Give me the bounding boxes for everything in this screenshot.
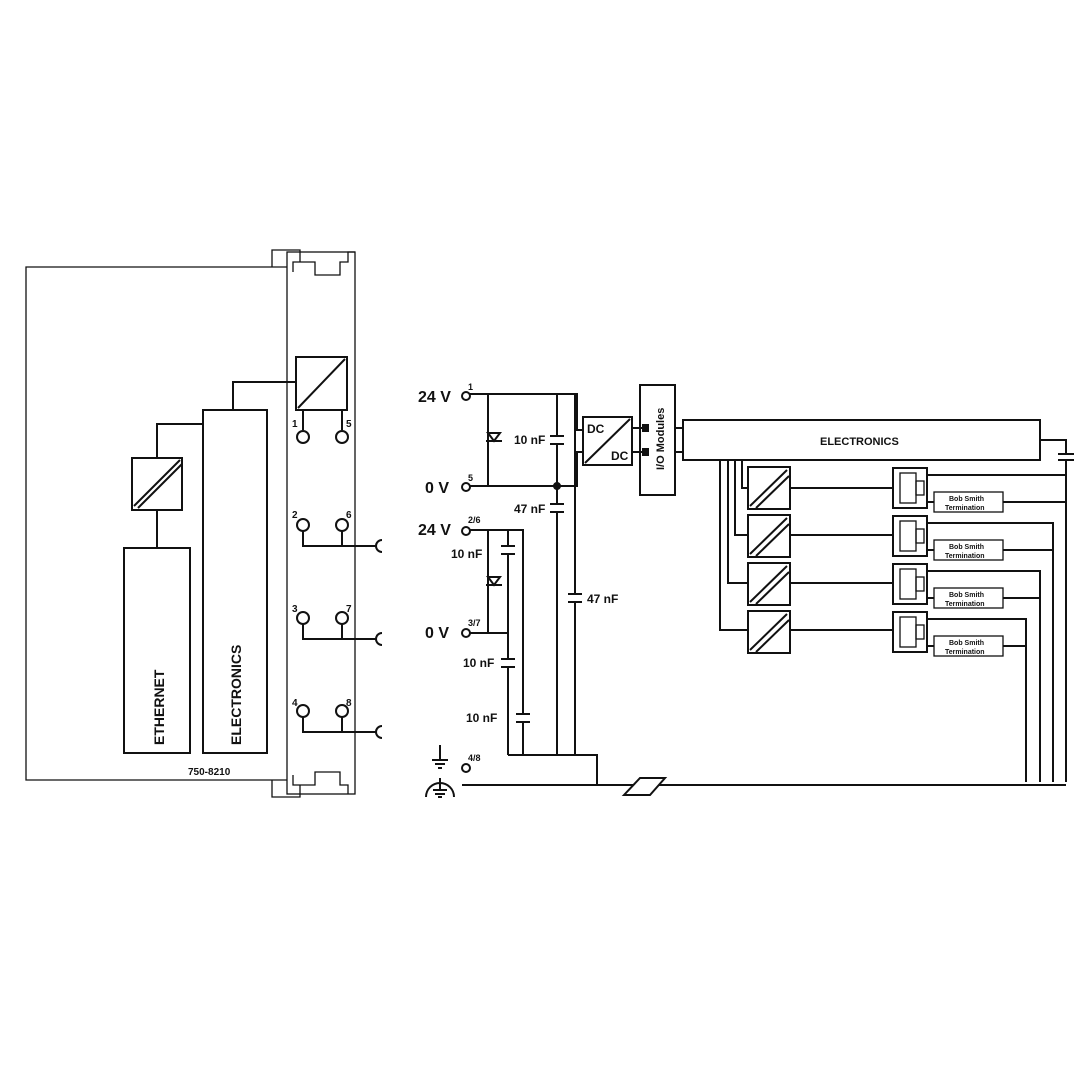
svg-text:24 V: 24 V — [418, 389, 451, 406]
port-channel-4 — [747, 610, 1027, 782]
svg-text:47 nF: 47 nF — [587, 592, 618, 606]
svg-text:Termination: Termination — [945, 553, 985, 560]
svg-text:10 nF: 10 nF — [514, 433, 545, 447]
svg-text:1: 1 — [292, 419, 298, 430]
port-channel-3 — [747, 562, 1041, 782]
svg-text:3: 3 — [292, 604, 298, 615]
svg-text:4: 4 — [292, 698, 298, 709]
io-modules-block: I/O Modules — [639, 384, 676, 496]
svg-text:Termination: Termination — [945, 601, 985, 608]
svg-text:10 nF: 10 nF — [451, 547, 482, 561]
svg-text:DC: DC — [587, 422, 605, 436]
svg-text:ETHERNET: ETHERNET — [151, 669, 167, 745]
svg-text:7: 7 — [346, 604, 352, 615]
svg-text:I/O Modules: I/O Modules — [655, 408, 667, 470]
svg-text:8: 8 — [346, 698, 352, 709]
svg-text:Bob Smith: Bob Smith — [949, 496, 984, 503]
port-channel-1 — [747, 466, 1066, 513]
svg-text:Bob Smith: Bob Smith — [949, 592, 984, 599]
svg-text:2/6: 2/6 — [468, 515, 481, 525]
electronics-bus: ELECTRONICS — [675, 419, 1074, 782]
port-channels — [747, 466, 1066, 782]
svg-text:Bob Smith: Bob Smith — [949, 544, 984, 551]
isolator-ethernet — [131, 423, 203, 548]
svg-text:3/7: 3/7 — [468, 618, 481, 628]
svg-text:0 V: 0 V — [425, 625, 449, 642]
ethernet-block: ETHERNET — [123, 547, 191, 754]
svg-text:Termination: Termination — [945, 505, 985, 512]
capacitor-labels: 10 nF 47 nF 47 nF 10 nF 10 nF 10 nF — [451, 433, 618, 725]
svg-text:6: 6 — [346, 510, 352, 521]
svg-text:10 nF: 10 nF — [466, 711, 497, 725]
port-channel-2 — [747, 514, 1054, 782]
svg-text:10 nF: 10 nF — [463, 656, 494, 670]
svg-text:DC: DC — [611, 449, 629, 463]
svg-text:ELECTRONICS: ELECTRONICS — [820, 436, 899, 448]
module-housing: 750-8210 — [25, 249, 356, 798]
svg-text:1: 1 — [468, 382, 473, 392]
svg-text:5: 5 — [346, 419, 352, 430]
svg-text:2: 2 — [292, 510, 298, 521]
termination-labels: Bob Smith Termination Bob Smith Terminat… — [945, 496, 985, 656]
svg-text:Termination: Termination — [945, 649, 985, 656]
isolator-supply — [232, 356, 348, 430]
svg-text:24 V: 24 V — [418, 522, 451, 539]
svg-text:0 V: 0 V — [425, 480, 449, 497]
svg-text:47 nF: 47 nF — [514, 502, 545, 516]
supply-wiring — [425, 391, 1066, 798]
dc-dc-converter: DC DC — [582, 416, 649, 466]
svg-text:ELECTRONICS: ELECTRONICS — [228, 645, 244, 745]
svg-text:Bob Smith: Bob Smith — [949, 640, 984, 647]
supply-labels: 24 V 1 0 V 5 24 V 2/6 0 V 3/7 4/8 — [418, 382, 481, 763]
terminal-block: 1 5 2 6 3 7 4 8 — [292, 419, 383, 739]
electronics-block: ELECTRONICS — [202, 409, 268, 754]
svg-text:4/8: 4/8 — [468, 753, 481, 763]
part-number: 750-8210 — [188, 767, 231, 778]
svg-text:5: 5 — [468, 473, 473, 483]
